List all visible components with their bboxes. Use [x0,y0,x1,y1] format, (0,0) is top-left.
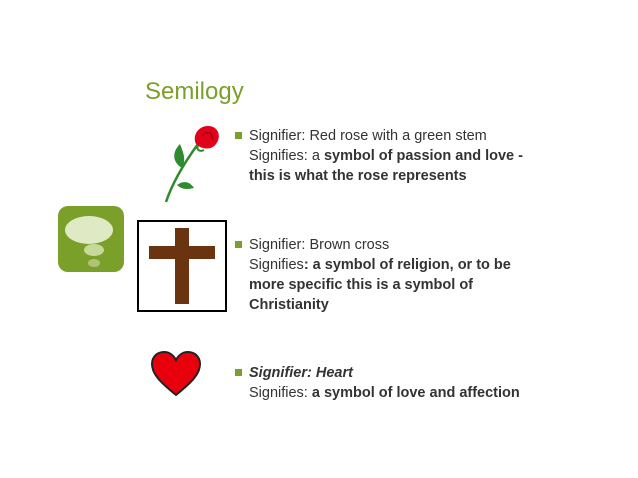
bullet-marker [235,369,242,376]
rose-icon [164,126,219,203]
signifier-text: Signifier: Red rose with a green stem [249,128,487,144]
slide-title: Semilogy [145,78,244,105]
heart-icon [150,350,202,397]
bullet-marker [235,132,242,139]
signifier-text: Signifier: Brown cross [249,237,390,253]
signifies-text: Signifies: a symbol of religion, or to b… [249,257,511,273]
bullet-heart: Signifier: Heart Signifies: a symbol of … [235,363,520,403]
cross-icon [137,220,227,312]
bullet-marker [235,241,242,248]
signifies-text: Signifies: a symbol of love and affectio… [249,385,520,401]
speech-bubble-icon [58,206,124,272]
signifies-text: Signifies: a symbol of passion and love … [249,148,523,164]
signifies-continued-text-2: Christianity [249,297,329,313]
signifier-text: Signifier: Heart [249,365,353,381]
bullet-cross: Signifier: Brown cross Signifies: a symb… [235,235,511,315]
signifies-continued-text: this is what the rose represents [249,168,467,184]
signifies-continued-text: more specific this is a symbol of [249,277,474,293]
bullet-rose: Signifier: Red rose with a green stem Si… [235,126,523,186]
